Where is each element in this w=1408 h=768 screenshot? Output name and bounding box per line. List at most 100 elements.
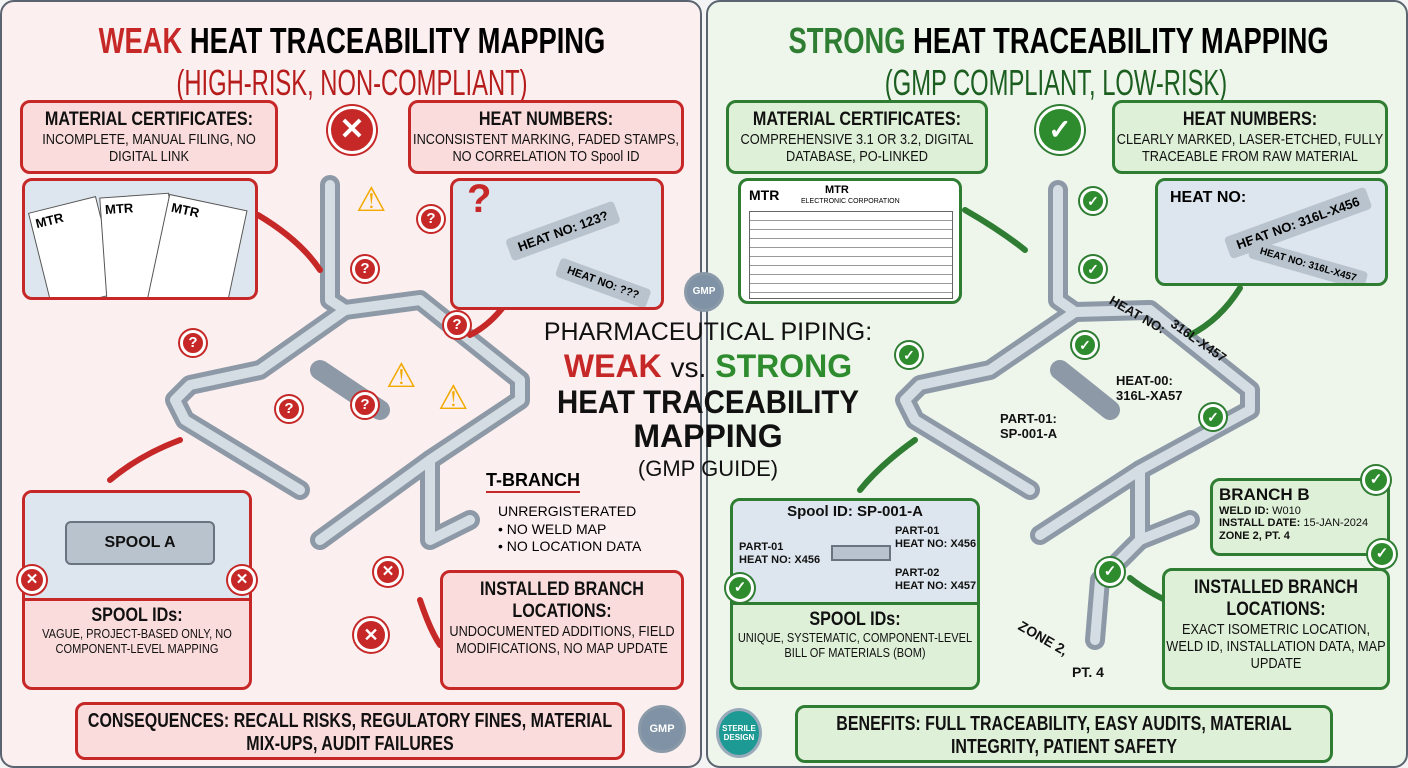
heading: BRANCH B [1219,485,1310,504]
body: UNDOCUMENTED ADDITIONS, FIELD MODIFICATI… [449,622,675,657]
body: INCONSISTENT MARKING, FADED STAMPS, NO C… [413,130,679,166]
question-circle-icon: ? [352,392,378,418]
heading: MATERIAL CERTIFICATES: [44,109,254,130]
part-heat: HEAT NO: X456 [895,537,977,550]
weak-arrows [107,212,523,648]
note: UNRERGISTERATED [498,503,637,519]
date-label: INSTALL DATE: [1219,517,1301,530]
heat00-label: HEAT-00:316L-XA57 [1116,373,1183,404]
consequences-box: CONSEQUENCES: RECALL RISKS, REGULATORY F… [75,702,625,760]
mtr-subtitle: ELECTRONIC CORPORATION [801,198,900,205]
spool-image: SPOOL A [25,493,249,601]
check-circle-icon: ✓ [1200,404,1226,430]
weak-heat-numbers-box: HEAT NUMBERS: INCONSISTENT MARKING, FADE… [408,100,684,174]
title-accent: STRONG [788,20,906,61]
heat-mark: HEAT NO: 123? [504,200,622,262]
benefits-text: BENEFITS: FULL TRACEABILITY, EASY AUDITS… [836,713,1292,758]
question-circle-icon: ? [180,330,206,356]
mtr-title: MTR [825,184,849,196]
check-circle-icon: ✓ [1072,332,1098,358]
weak-certificates-box: MATERIAL CERTIFICATES: INCOMPLETE, MANUA… [20,100,278,174]
weak-heat-marks-image: HEAT NO: 123? HEAT NO: ??? ? [450,178,664,310]
consequences-text: CONSEQUENCES: RECALL RISKS, REGULATORY F… [87,710,613,755]
t-branch-label: T-BRANCH [486,470,580,493]
body: EXACT ISOMETRIC LOCATION, WELD ID, INSTA… [1166,620,1386,673]
check-circle-icon: ✓ [1368,540,1396,568]
x-circle-icon: ✕ [18,566,46,594]
weak-mtr-papers-image: MTR MTR MTR [22,178,258,300]
date-value: 15-JAN-2024 [1303,517,1369,530]
heading: HEAT NUMBERS: [1182,109,1318,130]
vs-word: vs. [670,352,707,383]
part-label: PART-01:SP-001-A [1000,411,1058,442]
weak-word: WEAK [563,348,662,384]
center-title-line1: PHARMACEUTICAL PIPING: [543,318,873,346]
strong-branch-locations-box: INSTALLED BRANCH LOCATIONS: EXACT ISOMET… [1162,568,1390,690]
heading: HEAT NUMBERS: [478,109,614,130]
weld-value: W010 [1272,504,1301,517]
center-title-line3: HEAT TRACEABILITY [556,384,860,420]
part-heat: HEAT NO: X456 [739,553,821,566]
check-circle-icon: ✓ [1362,466,1390,494]
gmp-seal-logo: GMP [684,272,724,312]
heading: SPOOL IDs: [91,605,183,626]
question-circle-icon: ? [418,206,444,232]
check-circle-icon: ✓ [1080,188,1106,214]
strong-certificates-box: MATERIAL CERTIFICATES: COMPREHENSIVE 3.1… [726,100,988,174]
warning-triangle-icon: ⚠ [386,357,417,395]
check-circle-icon: ✓ [1080,256,1106,282]
weak-branch-locations-box: INSTALLED BRANCH LOCATIONS: UNDOCUMENTED… [440,570,684,690]
x-circle-icon: ✕ [328,106,376,154]
note: • NO LOCATION DATA [498,538,642,554]
value: 316L-XA57 [1116,387,1183,403]
strong-subtitle: (GMP COMPLIANT, LOW-RISK) [884,62,1228,103]
center-title-line4: MAPPING [633,418,783,454]
part-name: PART-01 [739,541,784,553]
title-accent: WEAK [98,20,183,61]
t-branch-notes: UNRERGISTERATED • NO WELD MAP • NO LOCAT… [498,503,641,556]
mtr-table [749,211,953,299]
part-name: PART-01 [895,525,940,537]
heading: SPOOL IDs: [809,609,901,630]
zone-value: ZONE 2, PT. 4 [1219,529,1290,542]
title-rest: HEAT TRACEABILITY MAPPING [182,20,606,61]
x-circle-icon: ✕ [374,558,402,586]
zone-point-label: PT. 4 [1072,664,1104,680]
heading: INSTALLED BRANCH LOCATIONS: [480,579,644,622]
spool-id-title: Spool ID: SP-001-A [787,503,923,520]
body: VAGUE, PROJECT-BASED ONLY, NO COMPONENT-… [42,625,232,656]
center-title-line5: (GMP GUIDE) [637,456,779,481]
warning-triangle-icon: ⚠ [356,181,387,219]
heat-label: HEAT NO: [1170,189,1247,206]
part-heat: HEAT NO: X457 [895,579,977,592]
heading: INSTALLED BRANCH LOCATIONS: [1194,577,1358,620]
check-circle-icon: ✓ [896,342,922,368]
branch-b-box: BRANCH B WELD ID: W010 INSTALL DATE: 15-… [1210,478,1390,556]
check-circle-icon: ✓ [1096,558,1124,586]
title-rest: HEAT TRACEABILITY MAPPING [905,20,1329,61]
strong-heat-numbers-box: HEAT NUMBERS: CLEARLY MARKED, LASER-ETCH… [1112,100,1388,174]
question-circle-icon: ? [276,396,302,422]
center-title-line2: WEAK vs. STRONG [500,348,916,385]
weak-title: WEAK HEAT TRACEABILITY MAPPING [84,20,619,62]
value: SP-001-A [1000,425,1058,441]
body: CLEARLY MARKED, LASER-ETCHED, FULLY TRAC… [1116,130,1384,166]
weld-label: WELD ID: [1219,504,1270,517]
label: PART-01: [1000,411,1057,426]
warning-triangle-icon: ⚠ [438,379,469,417]
part-name: PART-02 [895,567,940,579]
spool-drawing [831,545,891,561]
spool-label: SPOOL A [65,521,215,565]
check-circle-icon: ✓ [1036,106,1084,154]
question-mark-icon: ? [467,178,492,221]
heat-mark: HEAT NO: ??? [554,257,652,307]
note: • NO WELD MAP [498,520,607,537]
question-circle-icon: ? [444,312,470,338]
heading: MATERIAL CERTIFICATES: [752,109,962,130]
heat-mark: HEAT NO: 316L-X457 [1247,239,1369,283]
strong-heat-marks-image: HEAT NO: HEAT NO: 316L-X456 HEAT NO: 316… [1155,178,1388,286]
